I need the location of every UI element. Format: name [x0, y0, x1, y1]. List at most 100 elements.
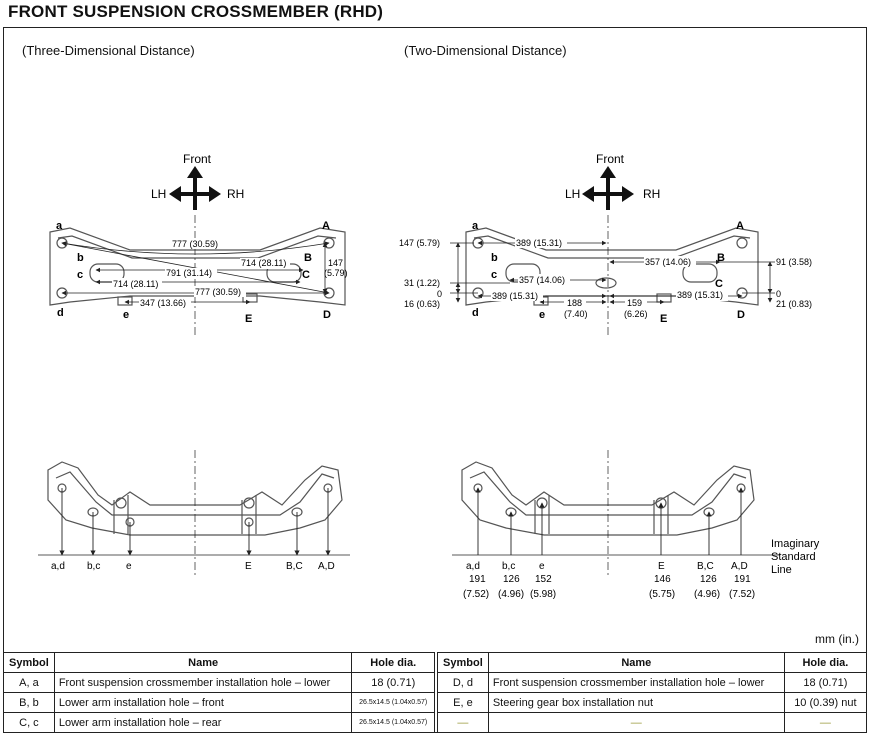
dim-2d-e159a: 159 — [627, 298, 642, 308]
dim-3d-ab: 777 (30.59) — [172, 239, 218, 249]
side-labels-2d: a,d 191 (7.52) b,c 126 (4.96) e 152 (5.9… — [463, 561, 755, 600]
dim-2d-e188b: (7.40) — [564, 309, 588, 319]
rh-label: RH — [227, 187, 244, 201]
imaginary-line-3: Line — [771, 564, 792, 576]
row-symbol: C, c — [3, 712, 55, 733]
side-2d-label-4: B,C — [697, 561, 714, 572]
units-label: mm (in.) — [815, 632, 859, 646]
table-row: E, e Steering gear box installation nut … — [437, 692, 868, 713]
side-3d-E: E — [245, 561, 252, 572]
point-E-2d: E — [660, 313, 667, 325]
side-leaders-2d — [475, 487, 744, 555]
direction-arrows-2d: Front LH RH — [565, 152, 660, 210]
diagram-frame — [3, 27, 867, 733]
side-2d-label-1: b,c — [502, 561, 515, 572]
side-2d-label-0: a,d — [466, 561, 480, 572]
point-B-2d: B — [717, 252, 725, 264]
dimension-labels-2d: 147 (5.79) 389 (15.31) 357 (14.06) 91 (3… — [399, 237, 812, 319]
point-e-2d: e — [539, 309, 545, 321]
dim-2d-b-rh: 357 (14.06) — [645, 257, 691, 267]
point-a: a — [56, 220, 63, 232]
dim-3d-bc: 714 (28.11) — [241, 258, 286, 268]
side-leaders-3d — [59, 488, 331, 556]
three-dimensional-heading: (Three-Dimensional Distance) — [22, 43, 195, 58]
dim-3d-diag: 791 (31.14) — [166, 268, 212, 278]
side-2d-inch-4: (4.96) — [694, 589, 720, 600]
front-label-2d: Front — [596, 152, 625, 166]
row-name: Lower arm installation hole – front — [53, 692, 353, 713]
point-c-2d: c — [491, 269, 497, 281]
row-name: — — [487, 712, 785, 733]
row-name: Front suspension crossmember installatio… — [487, 672, 785, 693]
row-symbol: D, d — [437, 672, 489, 693]
side-2d-label-2: e — [539, 561, 545, 572]
side-2d-inch-2: (5.98) — [530, 589, 556, 600]
side-3d-AD: A,D — [318, 561, 335, 572]
imaginary-line-2: Standard — [771, 551, 816, 563]
dim-2d-r91: 91 (3.58) — [776, 257, 812, 267]
dim-2d-d-right: 389 (15.31) — [677, 290, 723, 300]
row-name: Lower arm installation hole – rear — [53, 712, 353, 733]
dim-2d-c-lh: 357 (14.06) — [519, 275, 565, 285]
point-b-2d: b — [491, 252, 498, 264]
row-hole-dia: 26.5x14.5 (1.04x0.57) — [351, 712, 435, 733]
table-header-row: Symbol Name Hole dia. — [3, 652, 435, 673]
header-hole-dia: Hole dia. — [351, 652, 435, 673]
row-hole-dia: — — [783, 712, 868, 733]
lh-label-2d: LH — [565, 187, 580, 201]
row-hole-dia: 26.5x14.5 (1.04x0.57) — [351, 692, 435, 713]
table-row: B, b Lower arm installation hole – front… — [3, 692, 435, 713]
side-2d-value-4: 126 — [700, 574, 717, 585]
point-A-2d: A — [736, 220, 744, 232]
front-label: Front — [183, 152, 212, 166]
point-e: e — [123, 309, 129, 321]
rh-label-2d: RH — [643, 187, 660, 201]
side-2d-inch-0: (7.52) — [463, 589, 489, 600]
imaginary-standard-line-label: Imaginary Standard Line — [771, 538, 820, 576]
point-d-2d: d — [472, 307, 479, 319]
table-row: — — — — [437, 712, 868, 733]
side-labels-3d: a,d b,c e E B,C A,D — [51, 561, 335, 572]
point-C: C — [302, 269, 310, 281]
point-d: d — [57, 307, 64, 319]
point-B: B — [304, 252, 312, 264]
table-row: C, c Lower arm installation hole – rear … — [3, 712, 435, 733]
side-3d-BC: B,C — [286, 561, 303, 572]
row-symbol: E, e — [437, 692, 489, 713]
row-symbol: — — [437, 712, 489, 733]
header-hole-dia: Hole dia. — [783, 652, 868, 673]
side-2d-inch-5: (7.52) — [729, 589, 755, 600]
dim-2d-left-h: 147 (5.79) — [399, 238, 440, 248]
side-3d-bc: b,c — [87, 561, 100, 572]
side-3d-e: e — [126, 561, 132, 572]
page-title: FRONT SUSPENSION CROSSMEMBER (RHD) — [8, 2, 384, 21]
header-symbol: Symbol — [437, 652, 489, 673]
row-hole-dia: 18 (0.71) — [351, 672, 435, 693]
crossmember-side-view-3d — [47, 461, 343, 536]
dim-2d-zero: 0 — [437, 289, 442, 299]
side-3d-ad: a,d — [51, 561, 65, 572]
lh-label: LH — [151, 187, 166, 201]
dim-3d-ee: 347 (13.66) — [140, 298, 186, 308]
side-2d-label-5: A,D — [731, 561, 748, 572]
row-name: Front suspension crossmember installatio… — [53, 672, 353, 693]
dim-2d-l31: 31 (1.22) — [404, 278, 440, 288]
dim-3d-h2: (5.79) — [324, 268, 348, 278]
point-b: b — [77, 252, 84, 264]
row-name: Steering gear box installation nut — [487, 692, 785, 713]
direction-arrows-3d: Front LH RH — [151, 152, 244, 210]
row-symbol: A, a — [3, 672, 55, 693]
row-hole-dia: 18 (0.71) — [783, 672, 868, 693]
side-2d-value-1: 126 — [503, 574, 520, 585]
dim-2d-e159b: (6.26) — [624, 309, 648, 319]
imaginary-line-1: Imaginary — [771, 538, 820, 550]
point-D-2d: D — [737, 309, 745, 321]
dim-2d-r0: 0 — [776, 289, 781, 299]
side-2d-value-3: 146 — [654, 574, 671, 585]
table-row: A, a Front suspension crossmember instal… — [3, 672, 435, 693]
side-2d-value-5: 191 — [734, 574, 751, 585]
table-header-row: Symbol Name Hole dia. — [437, 652, 868, 673]
hole-table-left: Symbol Name Hole dia. A, a Front suspens… — [3, 652, 435, 733]
table-row: D, d Front suspension crossmember instal… — [437, 672, 868, 693]
point-D: D — [323, 309, 331, 321]
